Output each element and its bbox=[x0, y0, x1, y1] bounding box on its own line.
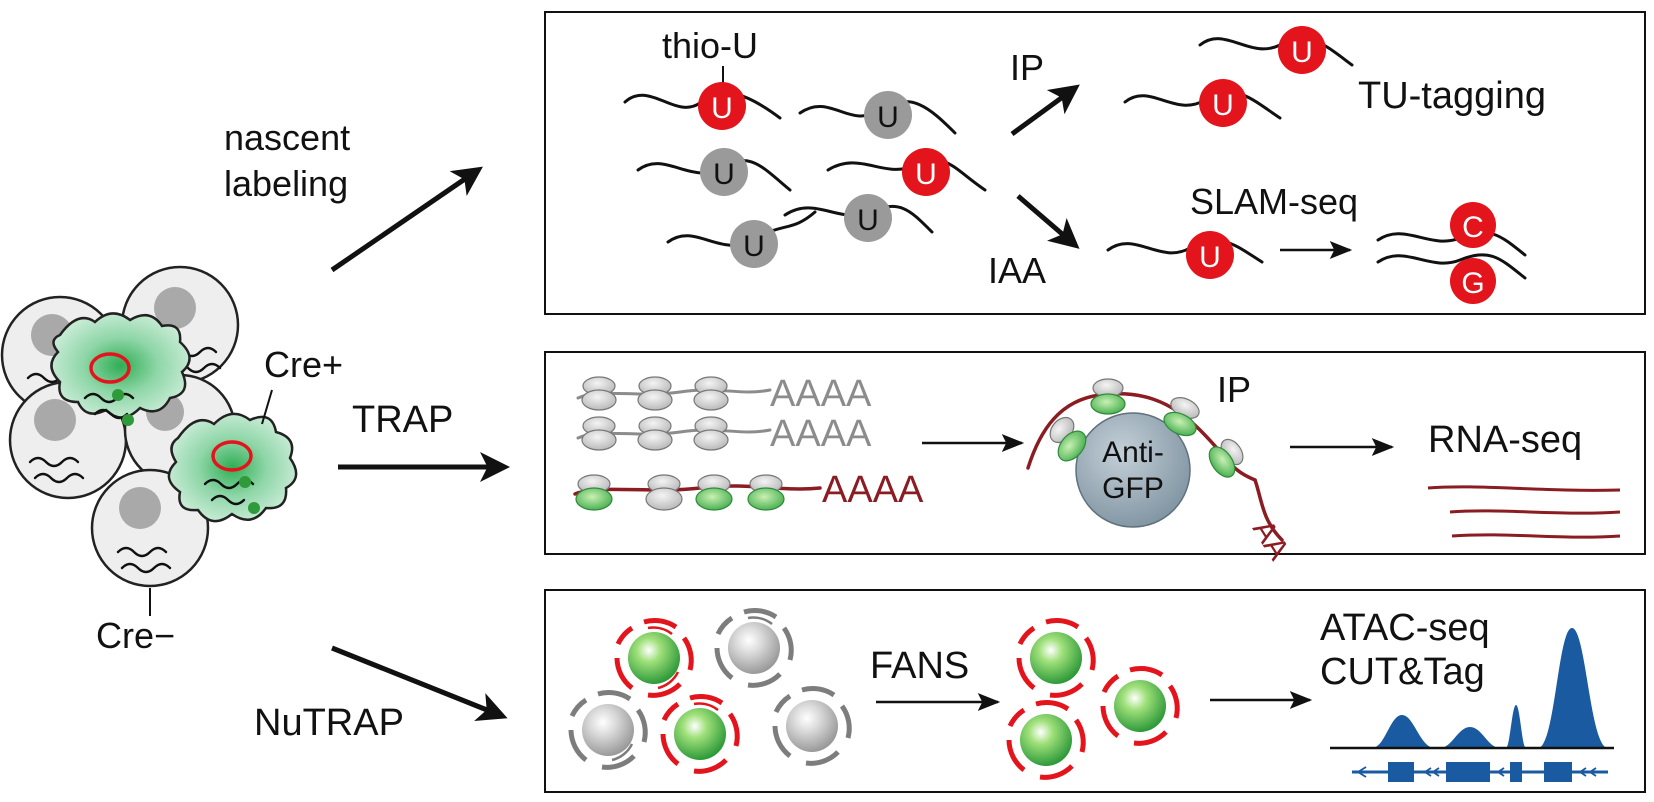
antibody-ip-complex: AA Anti- GFP bbox=[1026, 378, 1295, 566]
ip-arrow bbox=[1010, 84, 1080, 137]
nutrap-arrow bbox=[331, 645, 508, 722]
base-letter: U bbox=[711, 92, 733, 125]
signal-peak bbox=[1440, 727, 1500, 748]
base-letter: U bbox=[1212, 89, 1234, 122]
atac-seq-label: ATAC-seq bbox=[1320, 607, 1490, 649]
tagged-nucleus bbox=[1100, 665, 1180, 746]
nascent-arrow bbox=[330, 166, 483, 273]
base-letter: U bbox=[713, 158, 735, 191]
untagged-nucleus bbox=[714, 607, 794, 688]
base-letter: U bbox=[915, 158, 937, 191]
fans-label: FANS bbox=[870, 645, 969, 687]
nascent-label-line1: nascent bbox=[224, 117, 350, 158]
polya-tail: AAAA bbox=[770, 373, 872, 415]
cre-negative-label: Cre− bbox=[96, 615, 175, 656]
thio-u-label: thio-U bbox=[662, 25, 758, 66]
base-letter: U bbox=[877, 101, 899, 134]
thio-u-base: U bbox=[1199, 79, 1247, 127]
base-letter: U bbox=[857, 204, 879, 237]
antibody-label-line2: GFP bbox=[1102, 472, 1164, 505]
antibody-label-line1: Anti- bbox=[1102, 436, 1164, 469]
base-letter: U bbox=[1199, 241, 1221, 274]
nascent-label-line2: labeling bbox=[224, 163, 348, 204]
base-letter: U bbox=[1291, 36, 1313, 69]
panel-nascent-labeling: thio-U U U U U U U bbox=[544, 11, 1646, 315]
cell-cluster: Cre+ Cre− bbox=[0, 265, 343, 656]
signal-peak bbox=[1538, 628, 1608, 748]
cut-tag-label: CUT&Tag bbox=[1320, 651, 1485, 693]
cre-positive-leader bbox=[261, 389, 273, 425]
uridine-base: U bbox=[864, 91, 912, 139]
signal-peak bbox=[1372, 715, 1435, 748]
gene-model bbox=[1352, 762, 1608, 782]
panel-nutrap: FANS ATAC-seq CUT&Tag bbox=[544, 589, 1646, 793]
rna-strand bbox=[1376, 253, 1527, 280]
panel-trap: AAAA AAAA AAAA AA bbox=[544, 351, 1646, 566]
accessibility-track bbox=[1330, 628, 1614, 782]
mrna-row: AAAA bbox=[576, 373, 872, 415]
base-letter: C bbox=[1462, 211, 1484, 244]
iaa-label: IAA bbox=[988, 250, 1046, 291]
ip-label: IP bbox=[1010, 47, 1044, 88]
thio-u-base: U bbox=[1278, 26, 1326, 74]
thio-u-base: U bbox=[1186, 231, 1234, 279]
uridine-base: U bbox=[700, 148, 748, 196]
untagged-nucleus bbox=[568, 689, 648, 770]
tagged-nucleus bbox=[614, 617, 694, 698]
rna-seq-label: RNA-seq bbox=[1428, 419, 1582, 461]
anti-gfp-bead bbox=[1075, 412, 1191, 528]
converted-c-base: C bbox=[1450, 202, 1496, 248]
sequencing-reads bbox=[1427, 485, 1621, 539]
trap-label: TRAP bbox=[352, 399, 453, 441]
mrna-row: AAAA bbox=[576, 413, 872, 455]
slam-seq-label: SLAM-seq bbox=[1190, 181, 1358, 222]
signal-peak bbox=[1506, 705, 1526, 748]
base-letter: U bbox=[743, 230, 765, 263]
base-letter: G bbox=[1461, 267, 1484, 300]
polya-tail: AAAA bbox=[822, 469, 924, 511]
tagged-nucleus bbox=[1006, 699, 1086, 780]
thio-u-base: U bbox=[902, 148, 950, 196]
thio-u-base: U bbox=[698, 82, 746, 130]
tagged-nucleus bbox=[1016, 617, 1096, 698]
tu-tagging-label: TU-tagging bbox=[1358, 75, 1546, 117]
polya-tail: AAAA bbox=[770, 413, 872, 455]
uridine-base: U bbox=[730, 220, 778, 268]
uridine-base: U bbox=[844, 194, 892, 242]
untagged-nucleus bbox=[772, 685, 852, 766]
cre-positive-label: Cre+ bbox=[264, 344, 343, 385]
nutrap-label: NuTRAP bbox=[254, 702, 404, 744]
paired-g-base: G bbox=[1450, 258, 1496, 304]
cre-positive-cell bbox=[50, 312, 191, 426]
tagged-mrna-row: AAAA bbox=[573, 469, 924, 511]
branch-arrows: nascent labeling TRAP NuTRAP bbox=[224, 117, 510, 744]
cre-positive-cell bbox=[167, 412, 298, 523]
trap-ip-label: IP bbox=[1217, 369, 1251, 410]
iaa-arrow bbox=[1016, 194, 1080, 249]
tagged-nucleus bbox=[660, 693, 740, 774]
